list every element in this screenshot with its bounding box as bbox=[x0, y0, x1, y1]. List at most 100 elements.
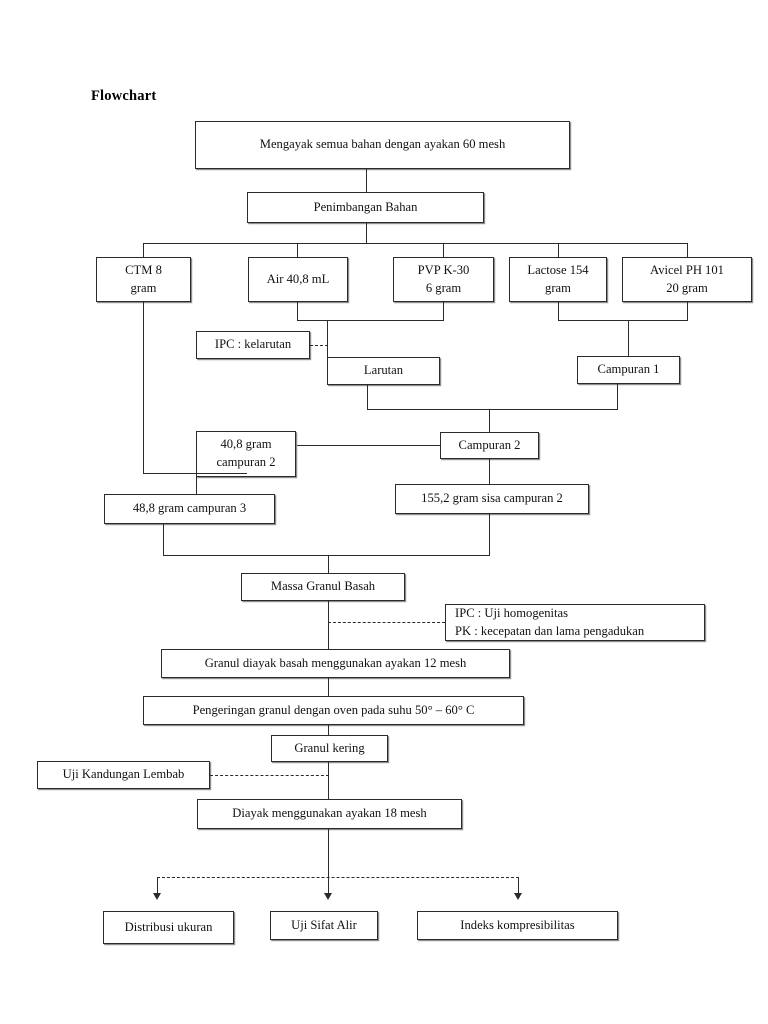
node-dry-granule: Granul kering bbox=[271, 735, 388, 762]
node-label: Diayak menggunakan ayakan 18 mesh bbox=[232, 806, 427, 821]
node-mixture-2: Campuran 2 bbox=[440, 432, 539, 459]
node-label-line-1: Air 40,8 mL bbox=[266, 271, 330, 286]
connector-solution-down bbox=[367, 385, 368, 410]
node-ipc-solubility: IPC : kelarutan bbox=[196, 331, 310, 359]
connector-join-to-mixture1 bbox=[628, 320, 629, 357]
connector-ctm-to-mix3-junction bbox=[143, 473, 247, 474]
connector-mix3-down bbox=[163, 524, 164, 556]
node-sieve-all-materials: Mengayak semua bahan dengan ayakan 60 me… bbox=[195, 121, 570, 169]
connector-solution-mixture1-join bbox=[367, 409, 618, 410]
node-portion-mixture-2: 40,8 gram campuran 2 bbox=[196, 431, 296, 477]
connector-ipc-solubility-dashed bbox=[310, 345, 328, 346]
connector-portion-down bbox=[196, 477, 197, 495]
node-label-line-1: CTM 8 bbox=[125, 262, 162, 277]
connector-ctm-down bbox=[143, 302, 144, 474]
node-mixture-3: 48,8 gram campuran 3 bbox=[104, 494, 275, 524]
connector-bus-to-flow-test bbox=[328, 877, 329, 894]
node-label-line-1: PVP K-30 bbox=[417, 262, 470, 277]
connector-bus-to-size-distribution bbox=[157, 877, 158, 894]
connector-material-bus bbox=[143, 243, 687, 244]
node-label-line-1: 40,8 gram bbox=[220, 437, 272, 452]
node-label-line-1: Lactose 154 bbox=[527, 262, 589, 277]
node-label: Campuran 1 bbox=[597, 362, 660, 377]
page-title: Flowchart bbox=[91, 88, 157, 104]
connector-mixture2-down bbox=[489, 459, 490, 484]
node-label-line-2: PK : kecepatan dan lama pengadukan bbox=[455, 623, 645, 638]
arrow-flow-test bbox=[324, 893, 332, 900]
connector-lactose-down bbox=[558, 302, 559, 321]
node-wet-sieving-12-mesh: Granul diayak basah menggunakan ayakan 1… bbox=[161, 649, 510, 678]
connector-rest-mix2-down bbox=[489, 514, 490, 556]
node-label: Pengeringan granul dengan oven pada suhu… bbox=[192, 702, 475, 717]
connector-bus-to-water bbox=[297, 243, 298, 257]
node-avicel: Avicel PH 101 20 gram bbox=[622, 257, 752, 302]
node-label: Uji Sifat Alir bbox=[291, 917, 357, 932]
connector-lactose-avicel-join bbox=[558, 320, 688, 321]
connector-ipc-pk-dashed bbox=[328, 622, 445, 623]
node-pvp-k30: PVP K-30 6 gram bbox=[393, 257, 494, 302]
connector-moisture-test-dashed bbox=[210, 775, 329, 776]
connector-tests-bus-dashed bbox=[157, 877, 519, 878]
connector-tests-bus-dashed-left-stub bbox=[157, 877, 159, 878]
connector-drying-to-dry-granule bbox=[328, 725, 329, 736]
node-label: Granul kering bbox=[294, 740, 365, 755]
node-wet-granule-mass: Massa Granul Basah bbox=[241, 573, 405, 601]
node-label: Mengayak semua bahan dengan ayakan 60 me… bbox=[259, 137, 506, 152]
connector-bus-to-ctm bbox=[143, 243, 144, 257]
connector-water-pvp-join bbox=[297, 320, 444, 321]
node-label-line-2: gram bbox=[545, 280, 571, 295]
node-drying-oven: Pengeringan granul dengan oven pada suhu… bbox=[143, 696, 524, 725]
node-mixture-1: Campuran 1 bbox=[577, 356, 680, 384]
connector-sieve12-to-drying bbox=[328, 678, 329, 696]
node-label: IPC : kelarutan bbox=[214, 337, 292, 352]
connector-mixture1-down bbox=[617, 384, 618, 410]
connector-sieve-to-weighing bbox=[366, 169, 367, 192]
node-rest-mixture-2: 155,2 gram sisa campuran 2 bbox=[395, 484, 589, 514]
connector-avicel-down bbox=[687, 302, 688, 321]
connector-join-to-solution bbox=[327, 320, 328, 357]
node-label: Larutan bbox=[363, 363, 404, 378]
node-label-line-2: 20 gram bbox=[666, 280, 708, 295]
node-weighing-materials: Penimbangan Bahan bbox=[247, 192, 484, 223]
connector-spine-wetmass-to-sieve12 bbox=[328, 601, 329, 649]
connector-bus-to-compressibility bbox=[518, 877, 519, 894]
node-moisture-content-test: Uji Kandungan Lembab bbox=[37, 761, 210, 789]
node-label: Penimbangan Bahan bbox=[313, 199, 418, 214]
connector-dry-granule-to-sieve18 bbox=[328, 762, 329, 799]
connector-join-to-mixture2 bbox=[489, 409, 490, 432]
node-label-line-1: Avicel PH 101 bbox=[650, 262, 724, 277]
connector-sieve18-down bbox=[328, 829, 329, 878]
arrow-compressibility bbox=[514, 893, 522, 900]
connector-bus-to-pvp bbox=[443, 243, 444, 257]
connector-join-to-wet-mass bbox=[328, 555, 329, 573]
node-water: Air 40,8 mL bbox=[248, 257, 348, 302]
connector-wet-mass-join bbox=[163, 555, 490, 556]
node-label-line-2: campuran 2 bbox=[216, 455, 276, 469]
node-lactose: Lactose 154 gram bbox=[509, 257, 607, 302]
node-ipc-pk-note: IPC : Uji homogenitas PK : kecepatan dan… bbox=[445, 604, 705, 641]
node-label: Granul diayak basah menggunakan ayakan 1… bbox=[204, 655, 467, 670]
node-label: Distribusi ukuran bbox=[124, 919, 213, 934]
node-ctm: CTM 8 gram bbox=[96, 257, 191, 302]
node-label: 48,8 gram campuran 3 bbox=[132, 501, 247, 516]
node-sieving-18-mesh: Diayak menggunakan ayakan 18 mesh bbox=[197, 799, 462, 829]
node-label-line-1: IPC : Uji homogenitas bbox=[455, 605, 568, 620]
connector-pvp-down bbox=[443, 302, 444, 321]
node-label-line-2: 6 gram bbox=[425, 280, 462, 295]
node-label: Indeks kompresibilitas bbox=[460, 917, 575, 932]
node-label: Massa Granul Basah bbox=[270, 579, 376, 594]
node-label: 155,2 gram sisa campuran 2 bbox=[421, 491, 563, 506]
node-compressibility-index: Indeks kompresibilitas bbox=[417, 911, 618, 940]
node-flow-property-test: Uji Sifat Alir bbox=[270, 911, 378, 940]
node-label: Campuran 2 bbox=[458, 437, 521, 452]
connector-bus-to-avicel bbox=[687, 243, 688, 257]
arrow-size-distribution bbox=[153, 893, 161, 900]
connector-water-down bbox=[297, 302, 298, 321]
node-size-distribution: Distribusi ukuran bbox=[103, 911, 234, 944]
node-label-line-2: gram bbox=[130, 280, 157, 295]
connector-bus-to-lactose bbox=[558, 243, 559, 257]
node-label: Uji Kandungan Lembab bbox=[62, 767, 185, 782]
connector-mixture2-to-portion bbox=[297, 445, 440, 446]
connector-weighing-down bbox=[366, 223, 367, 244]
